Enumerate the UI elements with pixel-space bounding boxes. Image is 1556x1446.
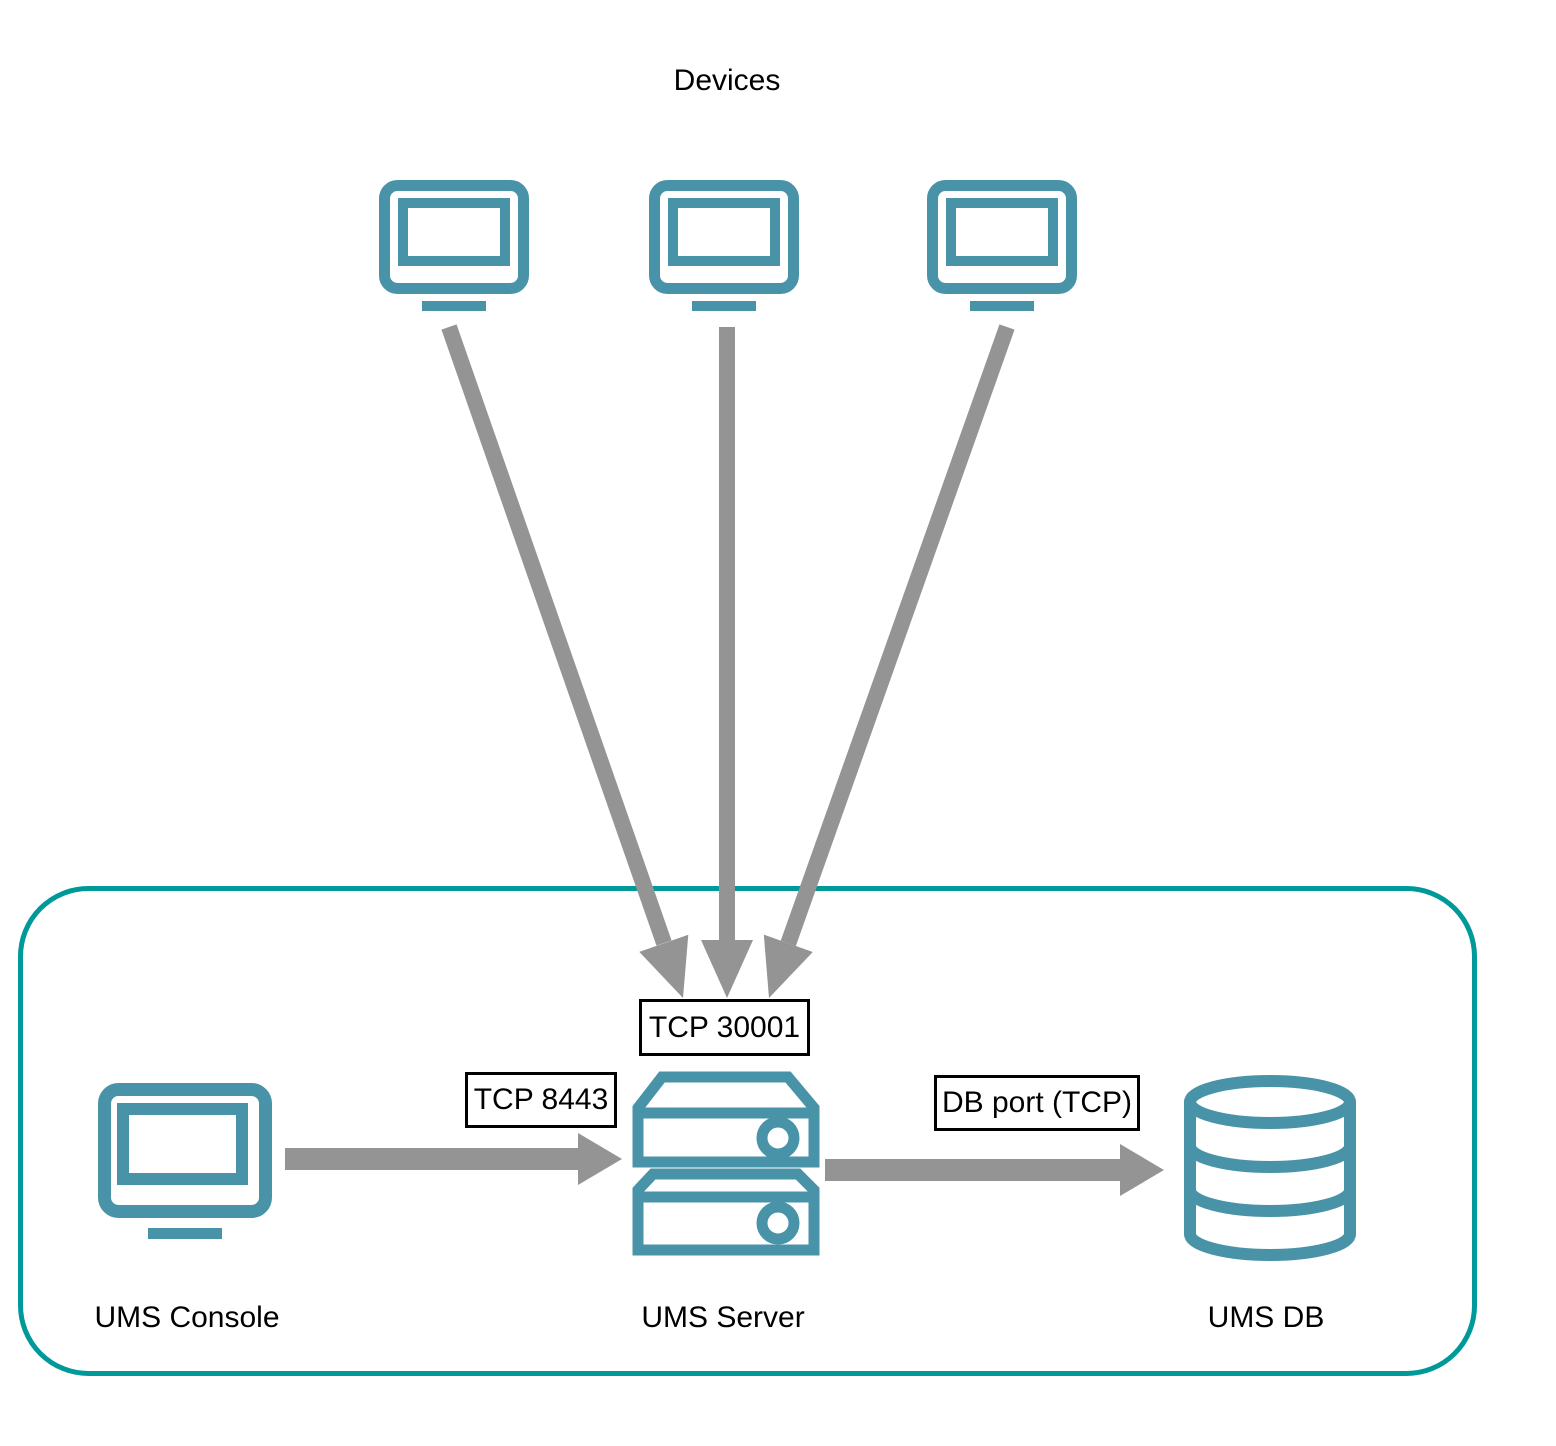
- device-monitor-icon-2: [655, 186, 794, 312]
- devices-group-label: Devices: [673, 64, 781, 97]
- tcp-8443-port-label: TCP 8443: [465, 1072, 617, 1128]
- ums-db-icon: [1184, 1075, 1356, 1261]
- db-port-label: DB port (TCP): [934, 1075, 1140, 1131]
- device-1-arrowhead: [639, 934, 689, 998]
- device-3-arrowhead: [763, 934, 813, 998]
- device-monitor-icon-3: [933, 186, 1072, 312]
- ums-console-monitor-icon: [98, 1083, 272, 1239]
- ums-db-label: UMS DB: [1207, 1301, 1325, 1334]
- ums-console-label: UMS Console: [94, 1301, 280, 1334]
- tcp-30001-port-label: TCP 30001: [639, 999, 810, 1056]
- device-1-arrow: [441, 324, 672, 946]
- ums-boundary-box: [18, 886, 1477, 1376]
- device-2-arrowhead: [701, 940, 753, 998]
- device-monitor-icon-1: [385, 186, 524, 312]
- server-to-db-arrow: [825, 1144, 1164, 1196]
- ums-server-label: UMS Server: [641, 1301, 805, 1334]
- ums-server-icon: [632, 1071, 820, 1256]
- device-arrows: [441, 324, 1015, 998]
- device-3-arrow: [780, 324, 1015, 946]
- console-to-server-arrow: [285, 1133, 622, 1185]
